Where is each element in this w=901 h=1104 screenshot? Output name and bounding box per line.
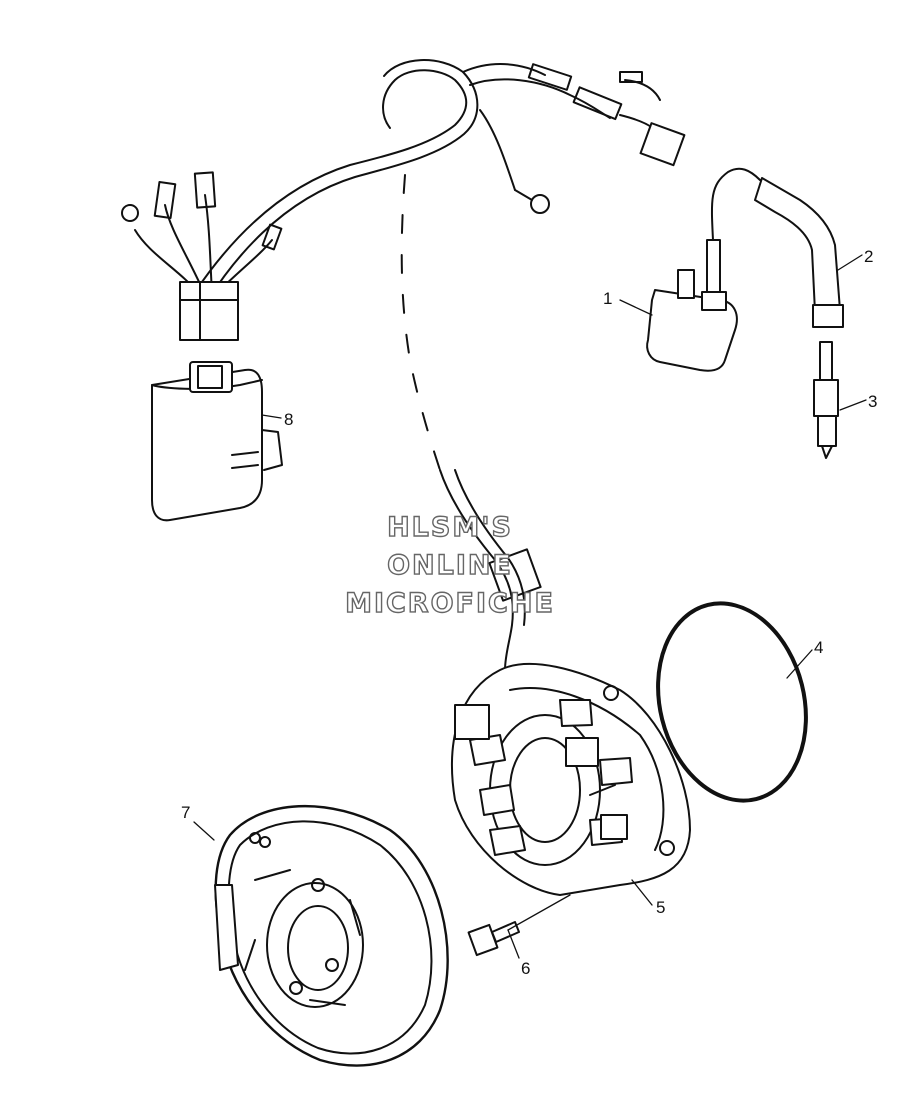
flywheel-7 [214,805,449,1067]
stator-5 [451,662,691,896]
callout-numbers: 1 2 3 4 5 6 7 8 [181,247,877,978]
callout-6: 6 [521,959,530,978]
wire-harness [121,59,686,671]
callout-7: 7 [181,803,190,822]
callout-2: 2 [864,247,873,266]
callout-1: 1 [603,289,612,308]
cdi-module-8 [151,361,283,522]
leader-lines [193,254,867,959]
plug-cap-2 [754,177,844,328]
callout-5: 5 [656,898,665,917]
spark-plug-3 [813,341,839,459]
o-ring-4 [656,601,808,803]
watermark-line-2: ONLINE [386,549,513,581]
callout-3: 3 [868,392,877,411]
callout-8: 8 [284,410,293,429]
watermark-line-1: HLSM'S [386,511,513,543]
ignition-coil-1 [646,167,761,372]
callout-4: 4 [814,638,823,657]
watermark-line-3: MICROFICHE [344,587,555,619]
